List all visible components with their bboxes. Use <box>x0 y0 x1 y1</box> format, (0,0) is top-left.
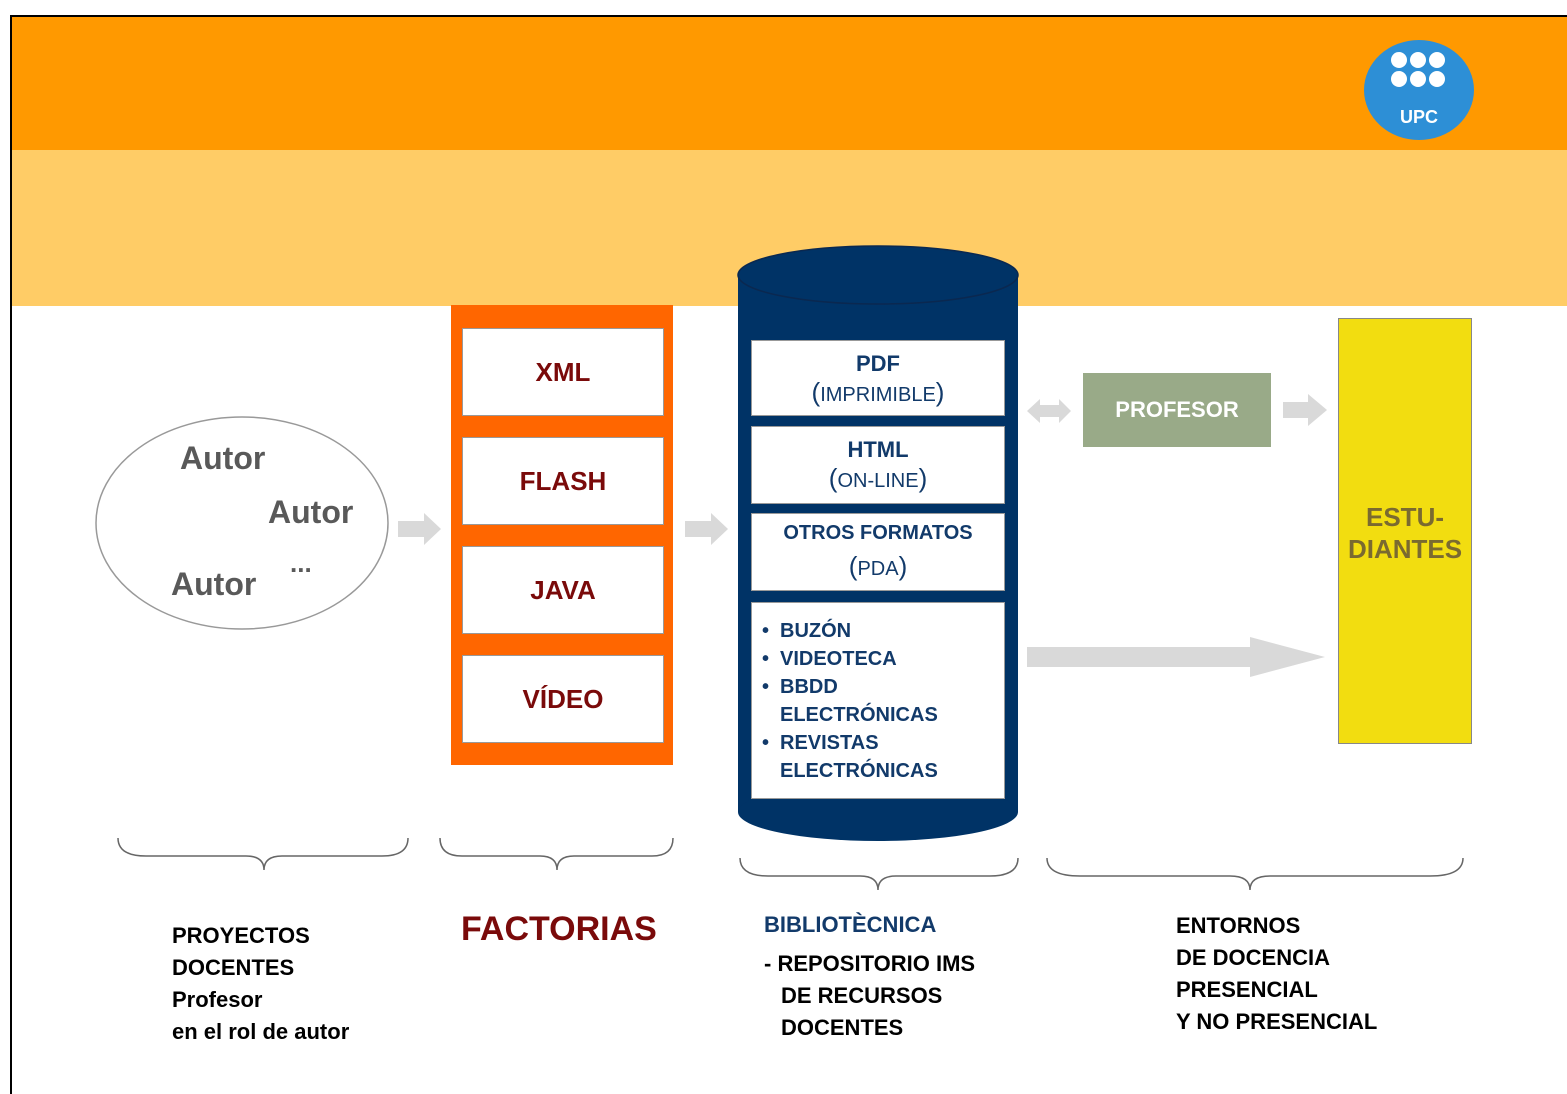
format-pdf-title: PDF <box>856 351 900 376</box>
factory-xml: XML <box>462 328 664 416</box>
service-item: •REVISTAS <box>762 732 879 754</box>
service-item: •BUZÓN <box>762 620 852 642</box>
format-other-title: OTROS FORMATOS <box>783 522 973 544</box>
format-html-sub: (ON-LINE) <box>828 463 928 493</box>
logo-dots-icon <box>1391 52 1447 87</box>
author-label-3: Autor <box>171 566 257 602</box>
service-item-cont: ELECTRÓNICAS <box>780 704 938 726</box>
arrow-database-profesor-bidirectional <box>1027 399 1071 423</box>
caption-biblio: BIBLIOTÈCNICA - REPOSITORIO IMS DE RECUR… <box>764 912 976 1040</box>
format-pdf-sub: (IMPRIMIBLE) <box>811 377 945 407</box>
author-label-1: Autor <box>180 440 266 476</box>
arrow-profesor-to-estudiantes <box>1283 394 1327 426</box>
service-item: •VIDEOTECA <box>762 648 897 670</box>
header-band <box>12 17 1567 150</box>
authors-ellipse <box>95 416 389 630</box>
estudiantes-label: ESTU- DIANTES <box>1347 502 1463 564</box>
frame-left-border <box>10 15 12 1094</box>
arrow-authors-to-factories <box>398 513 441 545</box>
author-ellipsis: ... <box>290 548 312 578</box>
format-pdf: PDF (IMPRIMIBLE) <box>751 340 1005 416</box>
profesor-box: PROFESOR <box>1083 373 1271 447</box>
frame-top-border <box>10 15 1567 17</box>
caption-entornos: ENTORNOS DE DOCENCIA PRESENCIAL Y NO PRE… <box>1176 913 1378 1034</box>
brace-entornos <box>1046 857 1464 891</box>
estudiantes-box: ESTU- DIANTES <box>1338 318 1472 744</box>
arrow-factories-to-database <box>685 513 728 545</box>
format-other-sub: (PDA) <box>848 551 908 581</box>
arrow-services-to-estudiantes <box>1027 637 1325 677</box>
author-label-2: Autor <box>268 494 354 530</box>
brace-biblio <box>739 857 1019 891</box>
caption-proyectos: PROYECTOS DOCENTES Profesor en el rol de… <box>172 923 350 1044</box>
service-item-cont: ELECTRÓNICAS <box>780 760 938 782</box>
factory-flash: FLASH <box>462 437 664 525</box>
brace-factorias <box>439 837 674 871</box>
brace-proyectos <box>117 837 409 871</box>
services-box: •BUZÓN •VIDEOTECA •BBDD ELECTRÓNICAS •RE… <box>751 602 1005 799</box>
upc-logo: UPC <box>1364 40 1474 140</box>
format-html-title: HTML <box>847 437 909 462</box>
caption-biblio-title: BIBLIOTÈCNICA <box>764 912 937 937</box>
factory-video: VÍDEO <box>462 655 664 743</box>
service-item: •BBDD <box>762 676 838 698</box>
format-other: OTROS FORMATOS (PDA) <box>751 513 1005 591</box>
factory-java: JAVA <box>462 546 664 634</box>
caption-factorias: FACTORIAS <box>461 910 657 948</box>
logo-label: UPC <box>1399 107 1438 127</box>
format-html: HTML (ON-LINE) <box>751 426 1005 504</box>
services-list: •BUZÓN •VIDEOTECA •BBDD ELECTRÓNICAS •RE… <box>752 603 1004 785</box>
